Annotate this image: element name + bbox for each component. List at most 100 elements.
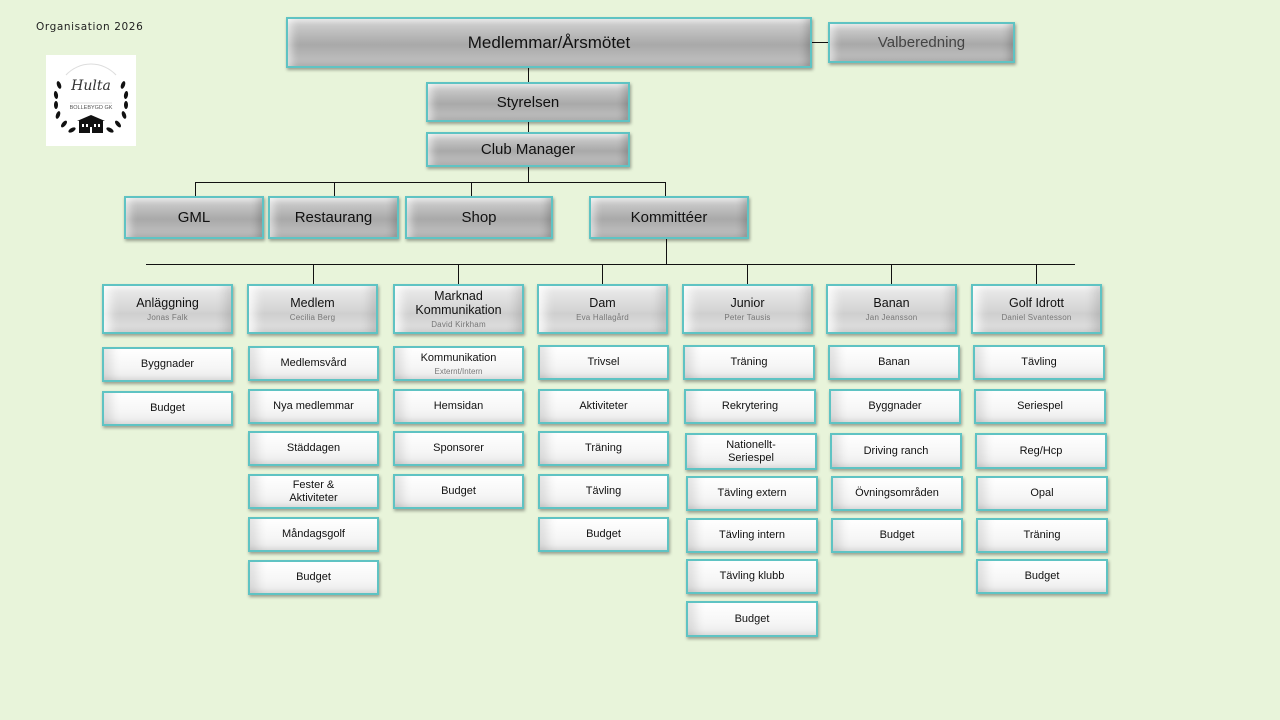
committee-item[interactable]: Driving ranch <box>830 433 962 469</box>
item-label: Budget <box>734 612 770 625</box>
connector-line <box>195 182 666 183</box>
item-label: Budget <box>150 402 185 414</box>
page-title: Organisation 2026 <box>36 21 144 33</box>
committee-item[interactable]: Städdagen <box>248 431 379 466</box>
committee-item[interactable]: Budget <box>393 474 524 509</box>
committee-item[interactable]: Budget <box>538 517 669 552</box>
committee-item[interactable]: Träning <box>976 518 1108 553</box>
committee-item[interactable]: Fester & Aktiviteter <box>248 474 379 509</box>
connector-line <box>313 264 314 285</box>
connector-line <box>811 42 829 43</box>
committee-name: Banan <box>873 296 910 310</box>
club-logo: Hulta BOLLEBYGD GK <box>46 55 136 146</box>
committee-name: Dam <box>589 296 616 310</box>
committee-lead: Cecilia Berg <box>289 313 336 322</box>
committee-item[interactable]: Tävling extern <box>686 476 818 511</box>
committee-item[interactable]: Sponsorer <box>393 431 524 466</box>
node-club-manager[interactable]: Club Manager <box>426 132 630 167</box>
committee-item[interactable]: Banan <box>828 345 960 380</box>
committee-item[interactable]: Träning <box>538 431 669 466</box>
item-label: Tävling <box>585 485 622 497</box>
node-label: Kommittéer <box>630 209 708 226</box>
committee-item[interactable]: Måndagsgolf <box>248 517 379 552</box>
item-label: Budget <box>296 571 331 583</box>
committee-item[interactable]: Hemsidan <box>393 389 524 424</box>
item-label: Sponsorer <box>433 442 484 454</box>
item-label: Budget <box>441 485 476 497</box>
connector-line <box>891 264 892 285</box>
node-valberedning[interactable]: Valberedning <box>828 22 1015 63</box>
node-department[interactable]: GML <box>124 196 264 239</box>
node-label: Medlemmar/Årsmötet <box>467 32 631 52</box>
connector-line <box>665 182 666 197</box>
item-label: Träning <box>730 356 768 368</box>
committee-item[interactable]: Tävling <box>973 345 1105 380</box>
committee-item[interactable]: Medlemsvård <box>248 346 379 381</box>
committee-item[interactable]: Budget <box>976 559 1108 594</box>
node-department[interactable]: Kommittéer <box>589 196 749 239</box>
item-label: Trivsel <box>587 356 620 368</box>
committee-item[interactable]: Nationellt-Seriespel <box>685 433 817 470</box>
item-label: Träning <box>1023 529 1061 541</box>
committee-item[interactable]: Budget <box>248 560 379 595</box>
item-label: Tävling extern <box>717 487 787 499</box>
committee-item[interactable]: Budget <box>831 518 963 553</box>
wreath-manor-logo-icon <box>53 63 129 133</box>
node-root[interactable]: Medlemmar/Årsmötet <box>286 17 812 68</box>
committee-item[interactable]: Budget <box>686 601 818 637</box>
committee-item[interactable]: Tävling klubb <box>686 559 818 594</box>
node-department[interactable]: Restaurang <box>268 196 399 239</box>
committee-item[interactable]: Tävling <box>538 474 669 509</box>
item-label: Aktiviteter <box>579 400 628 412</box>
item-label: Måndagsgolf <box>282 528 345 540</box>
item-label: Tävling intern <box>718 529 786 541</box>
item-label: Driving ranch <box>863 444 929 457</box>
committee-item[interactable]: Rekrytering <box>684 389 816 424</box>
item-label: Budget <box>1024 570 1060 582</box>
committee-item[interactable]: Reg/Hcp <box>975 433 1107 469</box>
node-label: Styrelsen <box>496 93 560 111</box>
logo-club-text: BOLLEBYGD GK <box>69 105 113 111</box>
committee-item[interactable]: Byggnader <box>829 389 961 424</box>
committee-item[interactable]: Träning <box>683 345 815 380</box>
committee-item[interactable]: Nya medlemmar <box>248 389 379 424</box>
committee-item[interactable]: Opal <box>976 476 1108 511</box>
committee-item[interactable]: Trivsel <box>538 345 669 380</box>
item-label: Byggnader <box>868 400 922 412</box>
item-label: Städdagen <box>286 442 341 454</box>
connector-line <box>666 238 667 264</box>
node-label: Valberedning <box>877 34 966 51</box>
committee-item[interactable]: Budget <box>102 391 233 426</box>
node-label: Shop <box>461 209 497 226</box>
connector-line <box>334 182 335 197</box>
item-label: Medlemsvård <box>280 357 347 369</box>
node-department[interactable]: Shop <box>405 196 553 239</box>
committee-item[interactable]: Seriespel <box>974 389 1106 424</box>
item-label: Budget <box>879 529 915 541</box>
committee-item[interactable]: Övningsområden <box>831 476 963 511</box>
committee-item[interactable]: Tävling intern <box>686 518 818 553</box>
committee-lead: David Kirkham <box>431 320 486 329</box>
committee-item[interactable]: Aktiviteter <box>538 389 669 424</box>
connector-line <box>602 264 603 285</box>
committee-name: Marknad Kommunikation <box>415 289 502 317</box>
node-label: Restaurang <box>294 209 373 226</box>
item-label: Opal <box>1030 487 1054 499</box>
item-label: Seriespel <box>1017 400 1063 412</box>
connector-line <box>1036 264 1037 285</box>
committee-lead: Daniel Svantesson <box>1001 313 1072 322</box>
item-sublabel: Externt/Intern <box>434 366 483 376</box>
committee-item[interactable]: Byggnader <box>102 347 233 382</box>
committee-name: Medlem <box>290 296 335 310</box>
item-label: Nya medlemmar <box>273 400 354 412</box>
node-board[interactable]: Styrelsen <box>426 82 630 122</box>
item-label: Hemsidan <box>433 400 484 412</box>
